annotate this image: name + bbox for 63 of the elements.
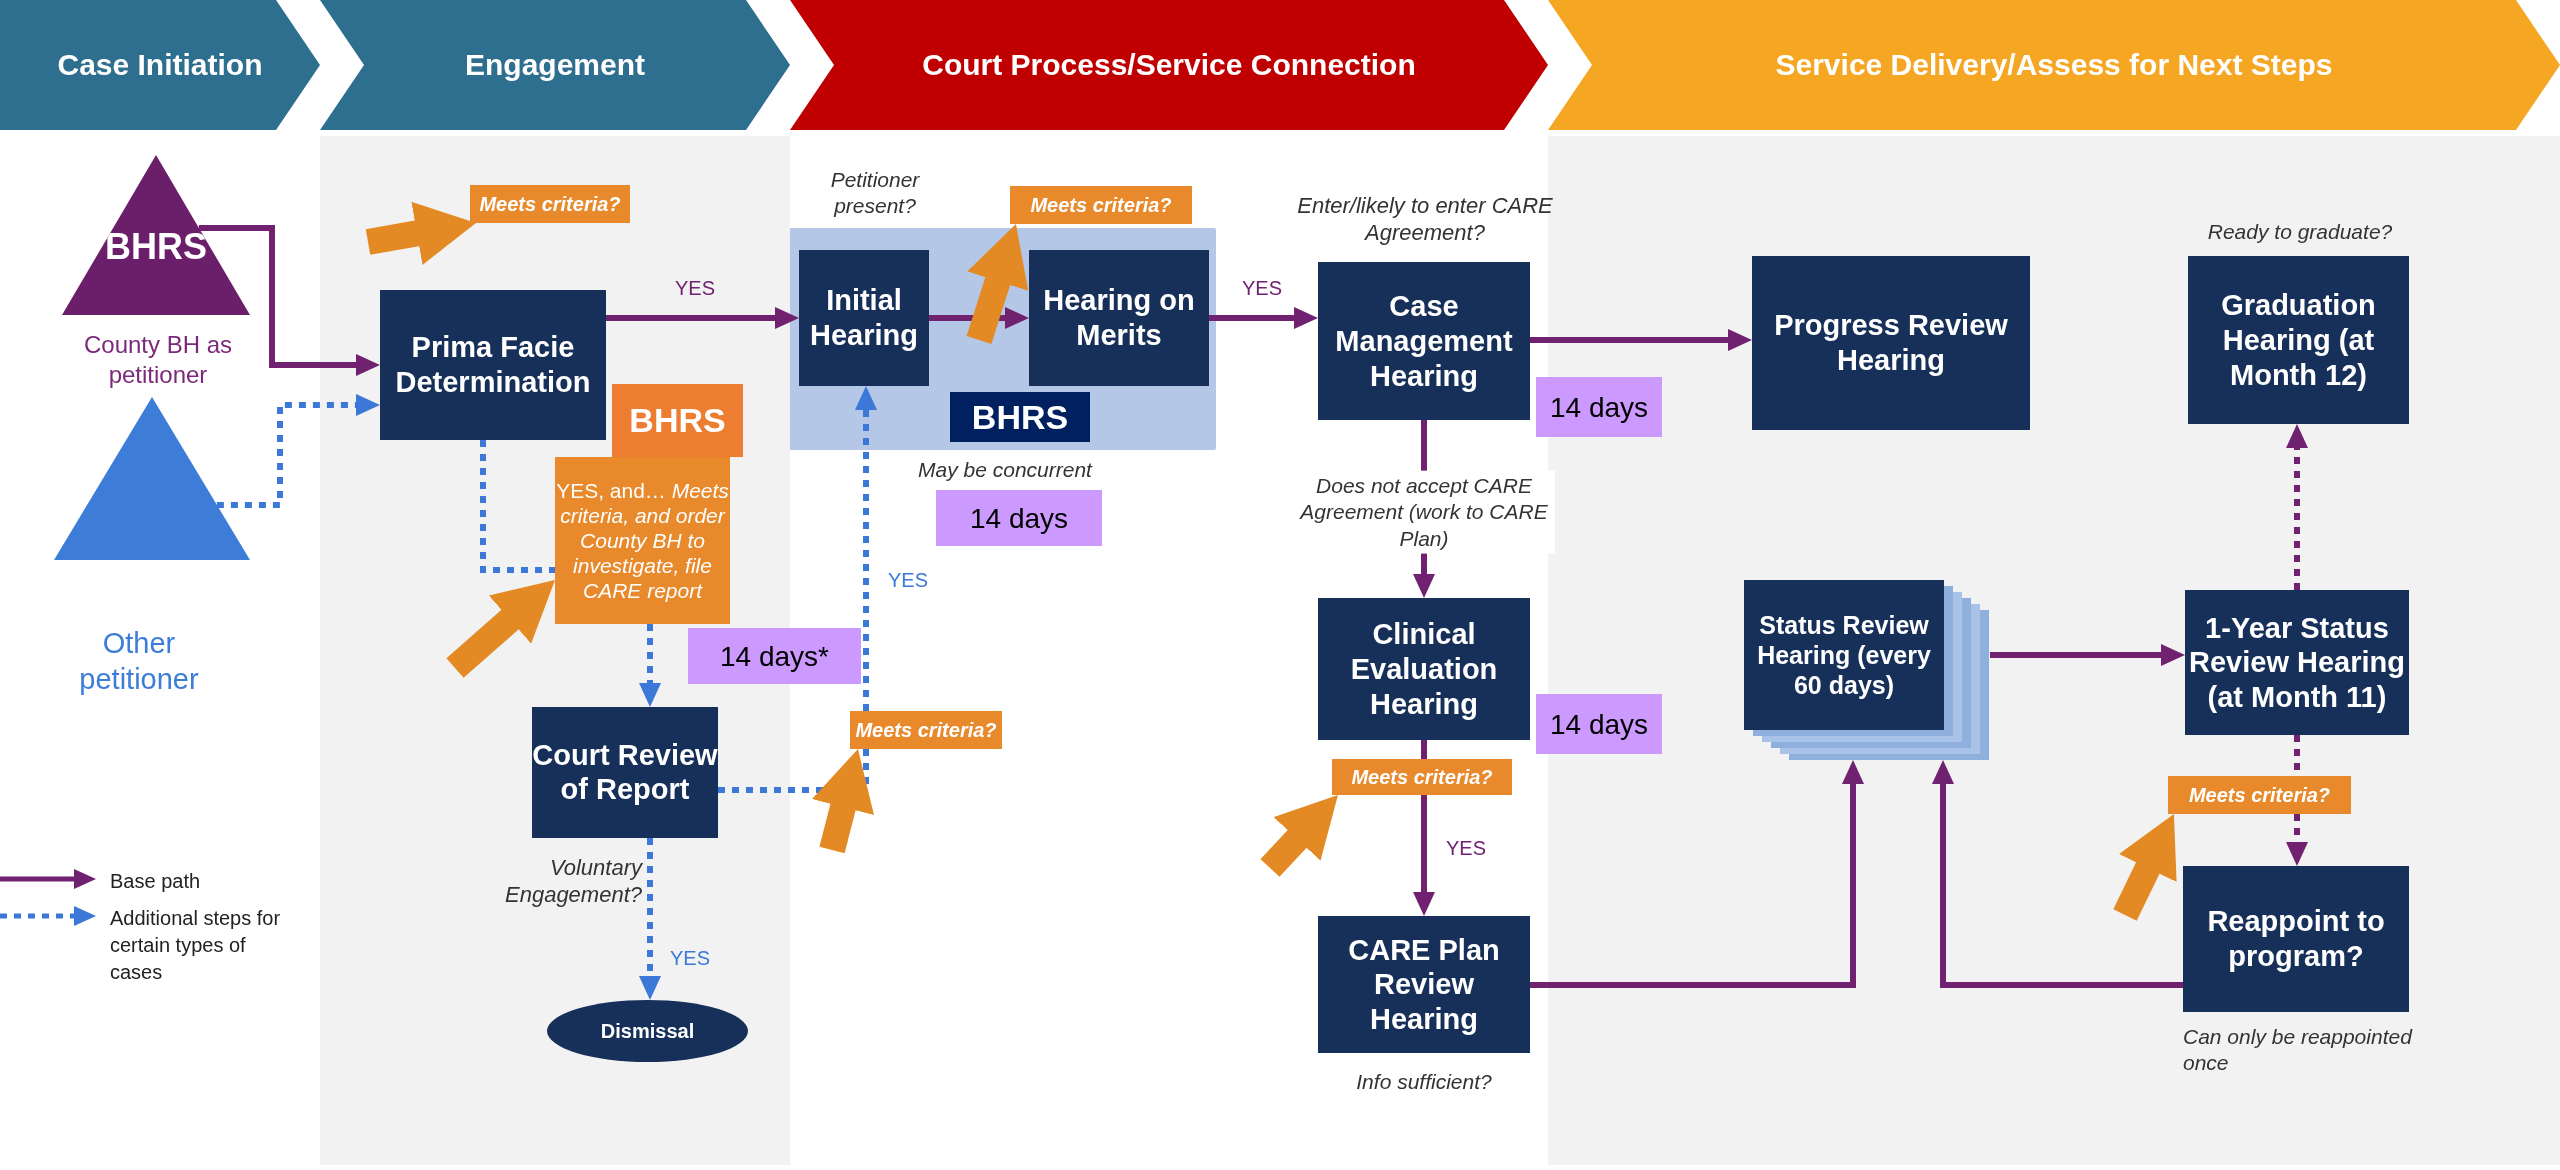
arrow — [1413, 795, 1435, 916]
side-note: County BH as petitioner — [82, 330, 234, 390]
arrow — [1530, 760, 1864, 988]
process-box: Clinical Evaluation Hearing — [1318, 598, 1530, 740]
process-box: Court Review of Report — [532, 707, 718, 838]
block-arrow — [1260, 795, 1338, 877]
stacked-process-box: Status Review Hearing (every 60 days) — [1744, 580, 1990, 760]
arrow — [216, 394, 380, 508]
process-box: Prima Facie Determination — [380, 290, 606, 440]
side-note: Info sufficient? — [1355, 1068, 1493, 1095]
arrow — [639, 624, 661, 707]
block-arrow — [365, 201, 476, 265]
note-box: YES, and… Meets criteria, and order County BH to investigate, file CARE report — [555, 457, 730, 624]
phase-title: Service Delivery/Assess for Next Steps — [1774, 47, 2334, 83]
agency-tag: BHRS — [612, 384, 743, 457]
duration-tag: 14 days — [936, 490, 1102, 546]
arrow — [855, 386, 877, 711]
arrow — [606, 307, 799, 329]
side-note: Ready to graduate? — [2206, 218, 2394, 245]
process-box: 1-Year Status Review Hearing (at Month 11) — [2185, 590, 2409, 735]
legend-label: Additional steps for certain types of cases — [110, 906, 282, 985]
criteria-tag: Meets criteria? — [1332, 759, 1512, 795]
phase-title: Court Process/Service Connection — [921, 47, 1417, 83]
arrow — [198, 225, 380, 376]
duration-tag: 14 days* — [688, 628, 861, 684]
arrow — [639, 838, 661, 1000]
terminal-oval: Dismissal — [547, 1000, 748, 1062]
arrow — [2286, 424, 2308, 590]
criteria-tag: Meets criteria? — [470, 185, 630, 223]
connector-line — [1421, 740, 1427, 759]
side-note: Can only be reappointed once — [2183, 1023, 2414, 1076]
arrow — [1990, 644, 2185, 666]
side-note: Enter/likely to enter CARE Agreement? — [1296, 191, 1554, 247]
arrow — [1932, 760, 2183, 988]
block-arrow — [812, 748, 874, 854]
connector-line — [480, 440, 555, 573]
side-note: Petitioner present? — [829, 166, 921, 219]
block-arrow — [446, 579, 556, 678]
arrow — [1530, 329, 1752, 351]
duration-tag: 14 days — [1536, 377, 1662, 437]
arrow — [1209, 307, 1318, 329]
criteria-tag: Meets criteria? — [850, 711, 1002, 749]
side-note: Voluntary Engagement? — [504, 853, 642, 909]
phase-title: Engagement — [464, 47, 646, 83]
block-arrow — [2113, 814, 2177, 921]
arrow — [2286, 814, 2308, 866]
duration-tag: 14 days — [1536, 694, 1662, 754]
process-box: Initial Hearing — [799, 250, 929, 386]
process-box: Reappoint to program? — [2183, 866, 2409, 1012]
process-box: Graduation Hearing (at Month 12) — [2188, 256, 2409, 424]
process-box: Case Management Hearing — [1318, 262, 1530, 420]
criteria-tag: Meets criteria? — [2168, 776, 2351, 814]
process-box: Hearing on Merits — [1029, 250, 1209, 386]
agency-tag: BHRS — [950, 392, 1090, 442]
block-arrow — [966, 224, 1029, 344]
side-note: May be concurrent — [917, 456, 1094, 483]
phase-title: Case Initiation — [56, 47, 264, 83]
legend-label: Base path — [110, 869, 202, 894]
criteria-tag: Meets criteria? — [1010, 186, 1192, 224]
side-note: Other petitioner — [78, 625, 200, 697]
group-box — [790, 228, 1216, 450]
process-box: Progress Review Hearing — [1752, 256, 2030, 430]
process-box: CARE Plan Review Hearing — [1318, 916, 1530, 1053]
